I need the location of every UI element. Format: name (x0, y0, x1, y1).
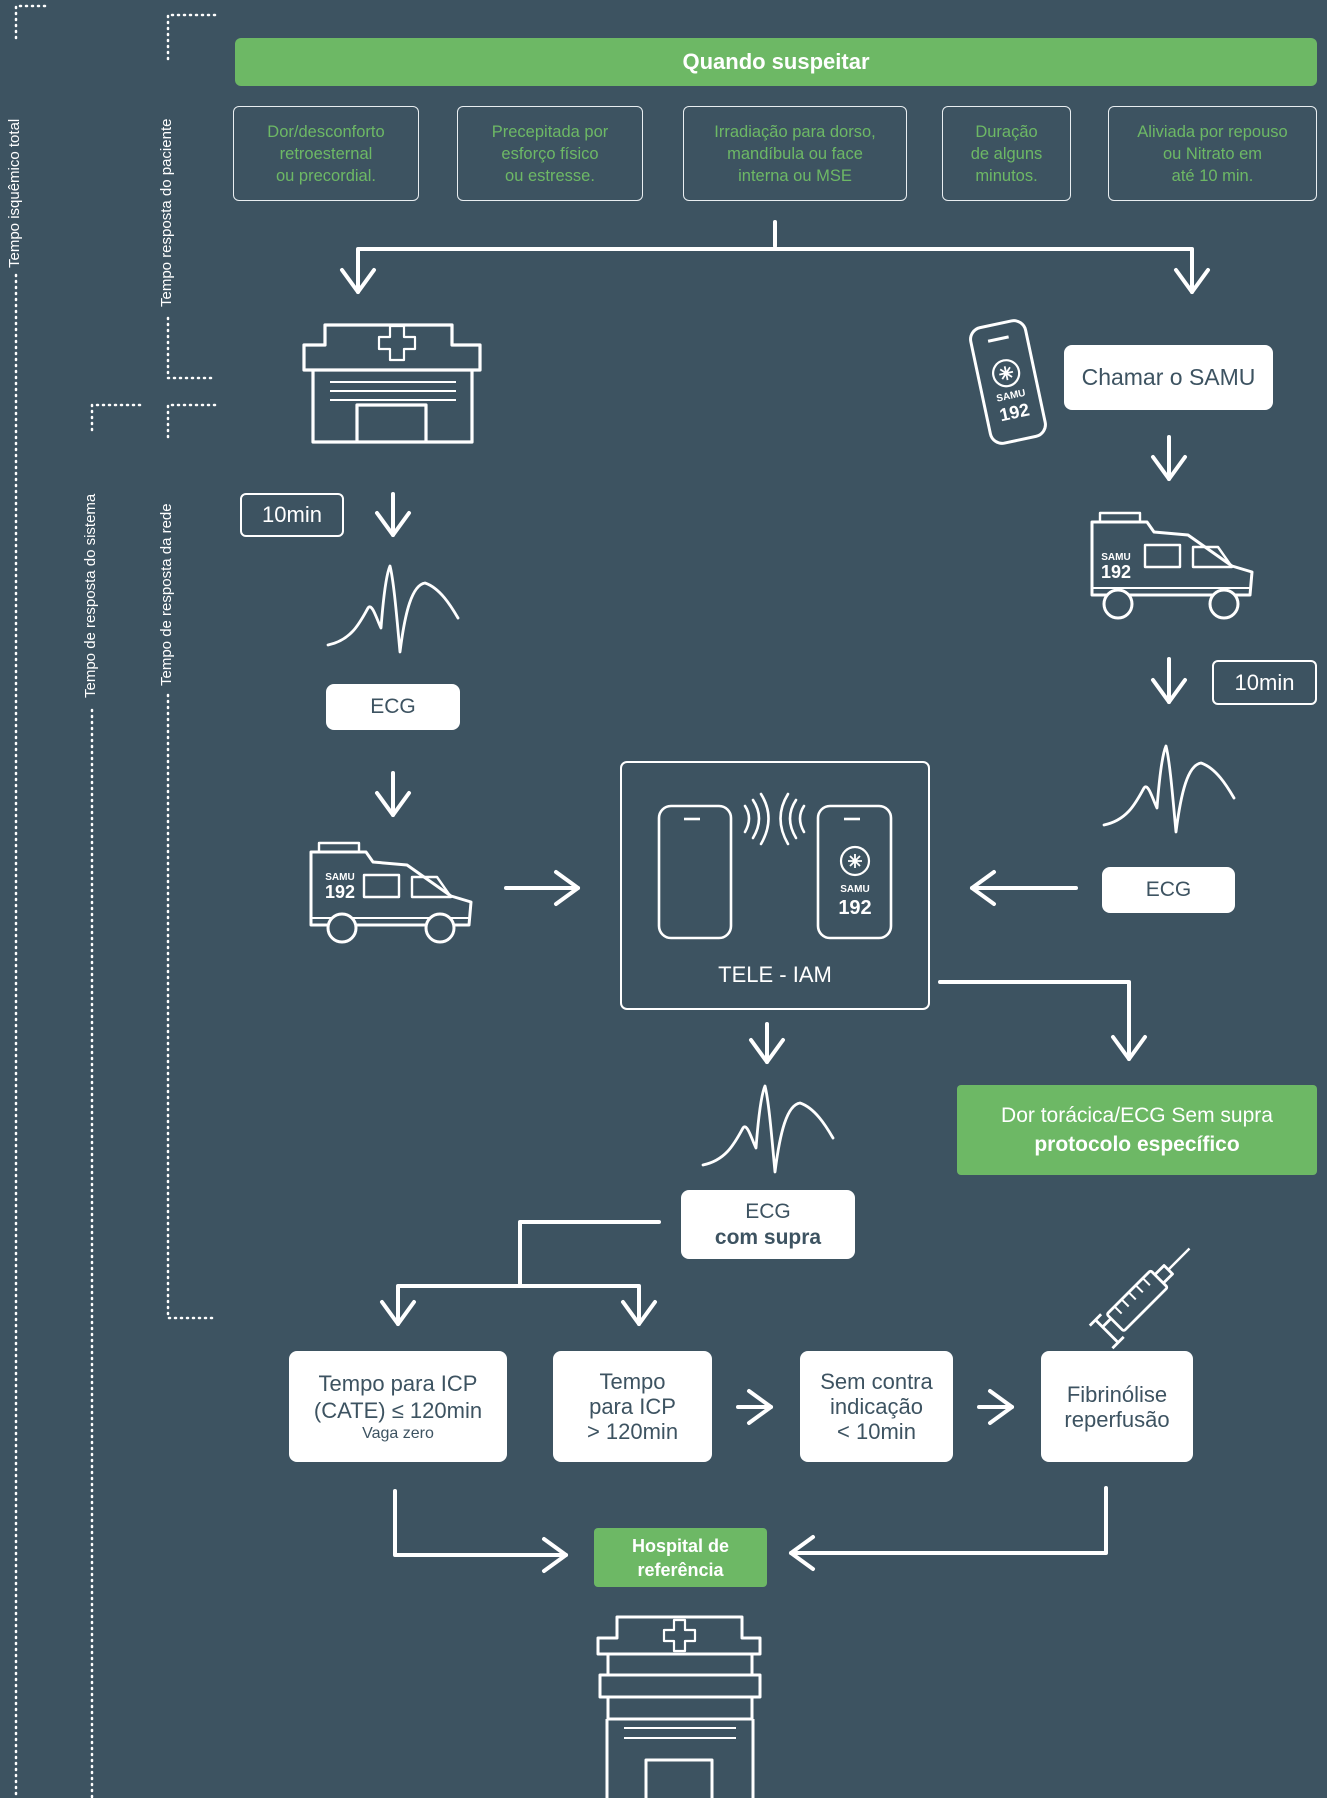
bracket-rede (166, 403, 217, 1320)
tele-iam-frame (620, 761, 930, 1010)
bracket-paciente (166, 13, 217, 380)
criterion-line: até 10 min. (1171, 166, 1254, 185)
svg-text:192: 192 (838, 897, 871, 919)
arrow-tele-sem-supra (938, 980, 1147, 1061)
contra-line3: < 10min (837, 1419, 916, 1444)
syringe-icon (1088, 1247, 1191, 1350)
arrow-top-left (340, 247, 777, 294)
criterion-box: Irradiação para dorso, mandíbula ou face… (683, 106, 907, 201)
connectors (340, 220, 1210, 1573)
arrow-top-right (773, 247, 1210, 294)
svg-text:SAMU: SAMU (840, 884, 869, 895)
contra-line2: indicação (830, 1394, 923, 1419)
criterion-box: Aliviada por repouso ou Nitrato em até 1… (1108, 106, 1317, 201)
sem-supra-line1: Dor torácica/ECG Sem supra (1001, 1104, 1273, 1127)
ambulance-icon-right (1090, 511, 1254, 620)
ecg-box-left: ECG (326, 684, 460, 730)
sem-supra-line2: protocolo específico (1034, 1133, 1240, 1156)
ecg-wave-icon-center (701, 1084, 835, 1174)
fibrin-box: Fibrinólise reperfusão (1041, 1351, 1193, 1462)
ecg-wave-icon-left (326, 564, 460, 654)
icp-long-line3: > 120min (586, 1419, 679, 1444)
criterion-line: Irradiação para dorso, (714, 122, 876, 141)
com-supra-line1: ECG (745, 1199, 791, 1223)
svg-text:192: 192 (1101, 562, 1131, 582)
criterion-line: esforço físico (501, 144, 599, 163)
banner-quando-suspeitar: Quando suspeitar (235, 38, 1317, 86)
criterion-box: Duração de alguns minutos. (942, 106, 1071, 201)
time-label-right: 10min (1212, 660, 1317, 705)
criterion-line: Precepitada por (491, 122, 609, 141)
svg-text:SAMU: SAMU (1101, 552, 1130, 563)
fibrin-line2: reperfusão (1064, 1406, 1170, 1432)
timeline-brackets (14, 4, 217, 1798)
ecg-box-right: ECG (1102, 867, 1235, 913)
criterion-line: interna ou MSE (738, 166, 852, 185)
ecg-com-supra-box: ECG com supra (681, 1190, 855, 1259)
icp-long-line1: Tempo (599, 1369, 666, 1394)
arrow-fibrin-to-hospital (789, 1486, 1108, 1571)
icp-short-line3: Vaga zero (362, 1424, 434, 1442)
hospital-ref-line1: Hospital de (631, 1535, 729, 1556)
svg-text:SAMU: SAMU (325, 872, 354, 883)
arrow-icp-to-hospital (393, 1489, 568, 1573)
criterion-line: retroesternal (279, 144, 373, 163)
samu-call-box: Chamar o SAMU (1064, 345, 1273, 410)
criterion-line: de alguns (970, 144, 1043, 163)
criterion-line: mandíbula ou face (727, 144, 863, 163)
criterion-line: Dor/desconforto (267, 122, 385, 141)
fibrin-line1: Fibrinólise (1066, 1381, 1168, 1407)
criterion-line: ou estresse. (505, 166, 595, 185)
criterion-line: minutos. (975, 166, 1038, 185)
contra-line1: Sem contra (820, 1369, 933, 1394)
label-tempo-resposta-paciente: Tempo resposta do paciente (158, 118, 175, 307)
label-tempo-resposta-sistema: Tempo de resposta do sistema (82, 493, 99, 698)
criterion-line: ou Nitrato em (1162, 144, 1263, 163)
ecg-wave-icon-right (1102, 744, 1236, 834)
ambulance-icon-left (309, 841, 473, 944)
icp-long-box: Tempo para ICP > 120min (553, 1351, 712, 1462)
bracket-total (14, 4, 47, 1798)
bracket-sistema (90, 403, 142, 1798)
sem-supra-box: Dor torácica/ECG Sem supra protocolo esp… (957, 1085, 1317, 1175)
criterion-box: Precepitada por esforço físico ou estres… (457, 106, 643, 201)
tele-phones (657, 792, 893, 940)
contra-box: Sem contra indicação < 10min (800, 1351, 953, 1462)
ecg-wave-icon (326, 564, 1236, 1174)
criterion-line: ou precordial. (276, 166, 376, 185)
arrow-split-right (518, 1284, 657, 1326)
hospital-ref-box: Hospital de referência (594, 1528, 767, 1587)
phone-samu-icon (969, 319, 1047, 445)
svg-text:192: 192 (325, 882, 355, 902)
icp-short-line2: (CATE) ≤ 120min (313, 1397, 483, 1423)
arrow-split-left (380, 1284, 522, 1326)
criterion-line: Duração (975, 122, 1038, 141)
hospital-icon (302, 323, 482, 444)
label-tempo-isquemico-total: Tempo isquêmico total (6, 118, 23, 268)
hospital-ref-line2: referência (637, 1559, 724, 1580)
icp-short-box: Tempo para ICP (CATE) ≤ 120min Vaga zero (289, 1351, 507, 1462)
line-com-supra-split (518, 1220, 661, 1288)
criterion-line: Aliviada por repouso (1137, 122, 1288, 141)
tele-iam-label: TELE - IAM (718, 962, 832, 987)
icp-short-line1: Tempo para ICP (318, 1370, 478, 1396)
label-tempo-resposta-rede: Tempo de resposta da rede (158, 503, 175, 686)
com-supra-line2: com supra (714, 1225, 822, 1249)
icp-long-line2: para ICP (589, 1394, 676, 1419)
criterion-box: Dor/desconforto retroesternal ou precord… (233, 106, 419, 201)
hospital-icon-bottom (596, 1615, 762, 1798)
time-label-left: 10min (240, 493, 344, 537)
